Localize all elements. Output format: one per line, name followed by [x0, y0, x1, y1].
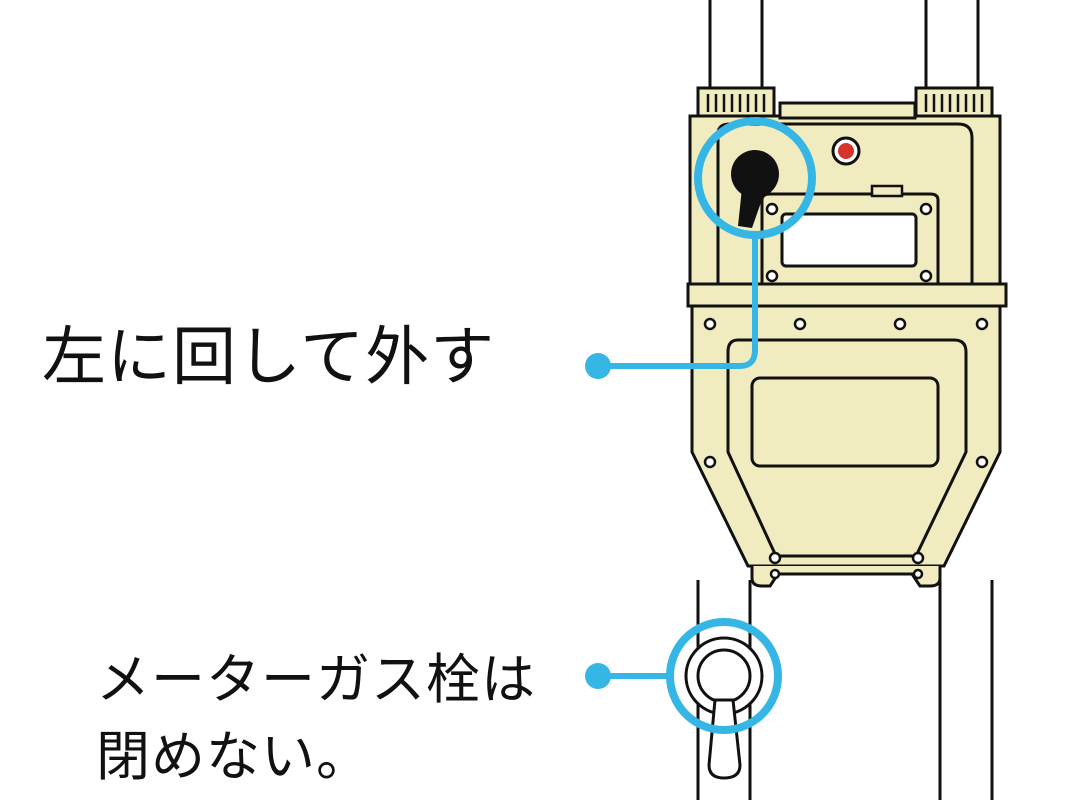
callout-dot-valve — [585, 663, 611, 689]
red-lamp-icon — [831, 136, 861, 166]
keyhole-knob-icon — [731, 150, 779, 228]
meter-valve-note-line2: 閉めない。 — [96, 725, 371, 788]
meter-upper-body — [688, 101, 1002, 292]
turn-left-instruction: 左に回して外す — [42, 321, 496, 395]
callout-dot-knob — [585, 353, 611, 379]
meter-valve-note-line1: メーターガス栓は — [96, 648, 536, 711]
meter-gas-valve — [684, 636, 764, 780]
callout-leader-knob — [598, 235, 758, 369]
meter-lower-body — [690, 304, 1002, 588]
meter-flange — [686, 282, 1008, 308]
supply-pipes-top — [708, 0, 980, 90]
